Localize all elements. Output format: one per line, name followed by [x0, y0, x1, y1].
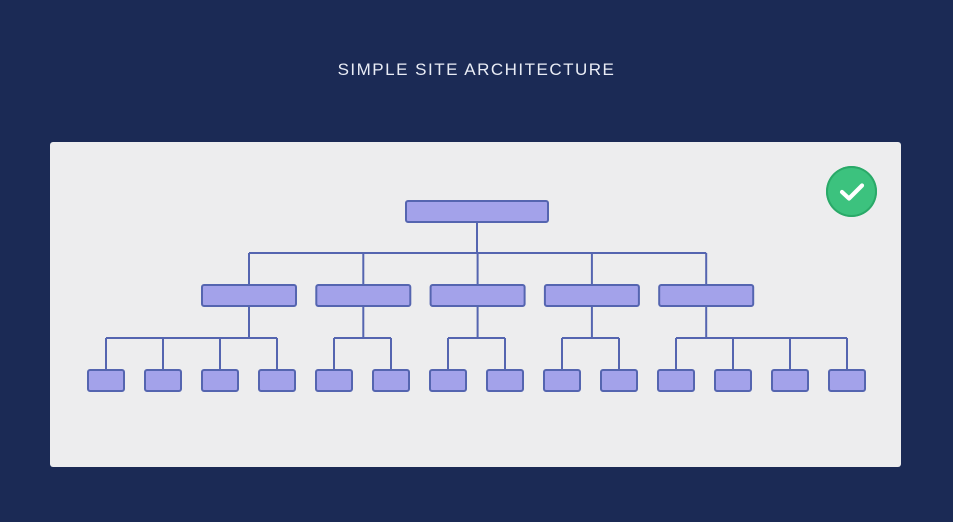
connector-lines — [105, 222, 848, 370]
page-node — [201, 369, 239, 392]
page-node — [372, 369, 410, 392]
page-node — [144, 369, 182, 392]
page-node — [600, 369, 638, 392]
category-page-node — [429, 284, 526, 307]
category-page-node — [658, 284, 755, 307]
page-node — [486, 369, 524, 392]
page-title: SIMPLE SITE ARCHITECTURE — [337, 60, 616, 79]
category-page-node — [315, 284, 412, 307]
page-node — [315, 369, 353, 392]
page-node — [429, 369, 467, 392]
page-node — [258, 369, 296, 392]
page-nodes — [87, 200, 866, 392]
page-node — [828, 369, 866, 392]
category-page-node — [543, 284, 640, 307]
check-badge — [826, 166, 877, 217]
page-node — [657, 369, 695, 392]
page-node — [87, 369, 125, 392]
page-node — [543, 369, 581, 392]
category-page-node — [201, 284, 297, 307]
root-page-node — [405, 200, 549, 223]
checkmark-icon — [839, 182, 864, 201]
page-node — [714, 369, 752, 392]
page-node — [771, 369, 809, 392]
